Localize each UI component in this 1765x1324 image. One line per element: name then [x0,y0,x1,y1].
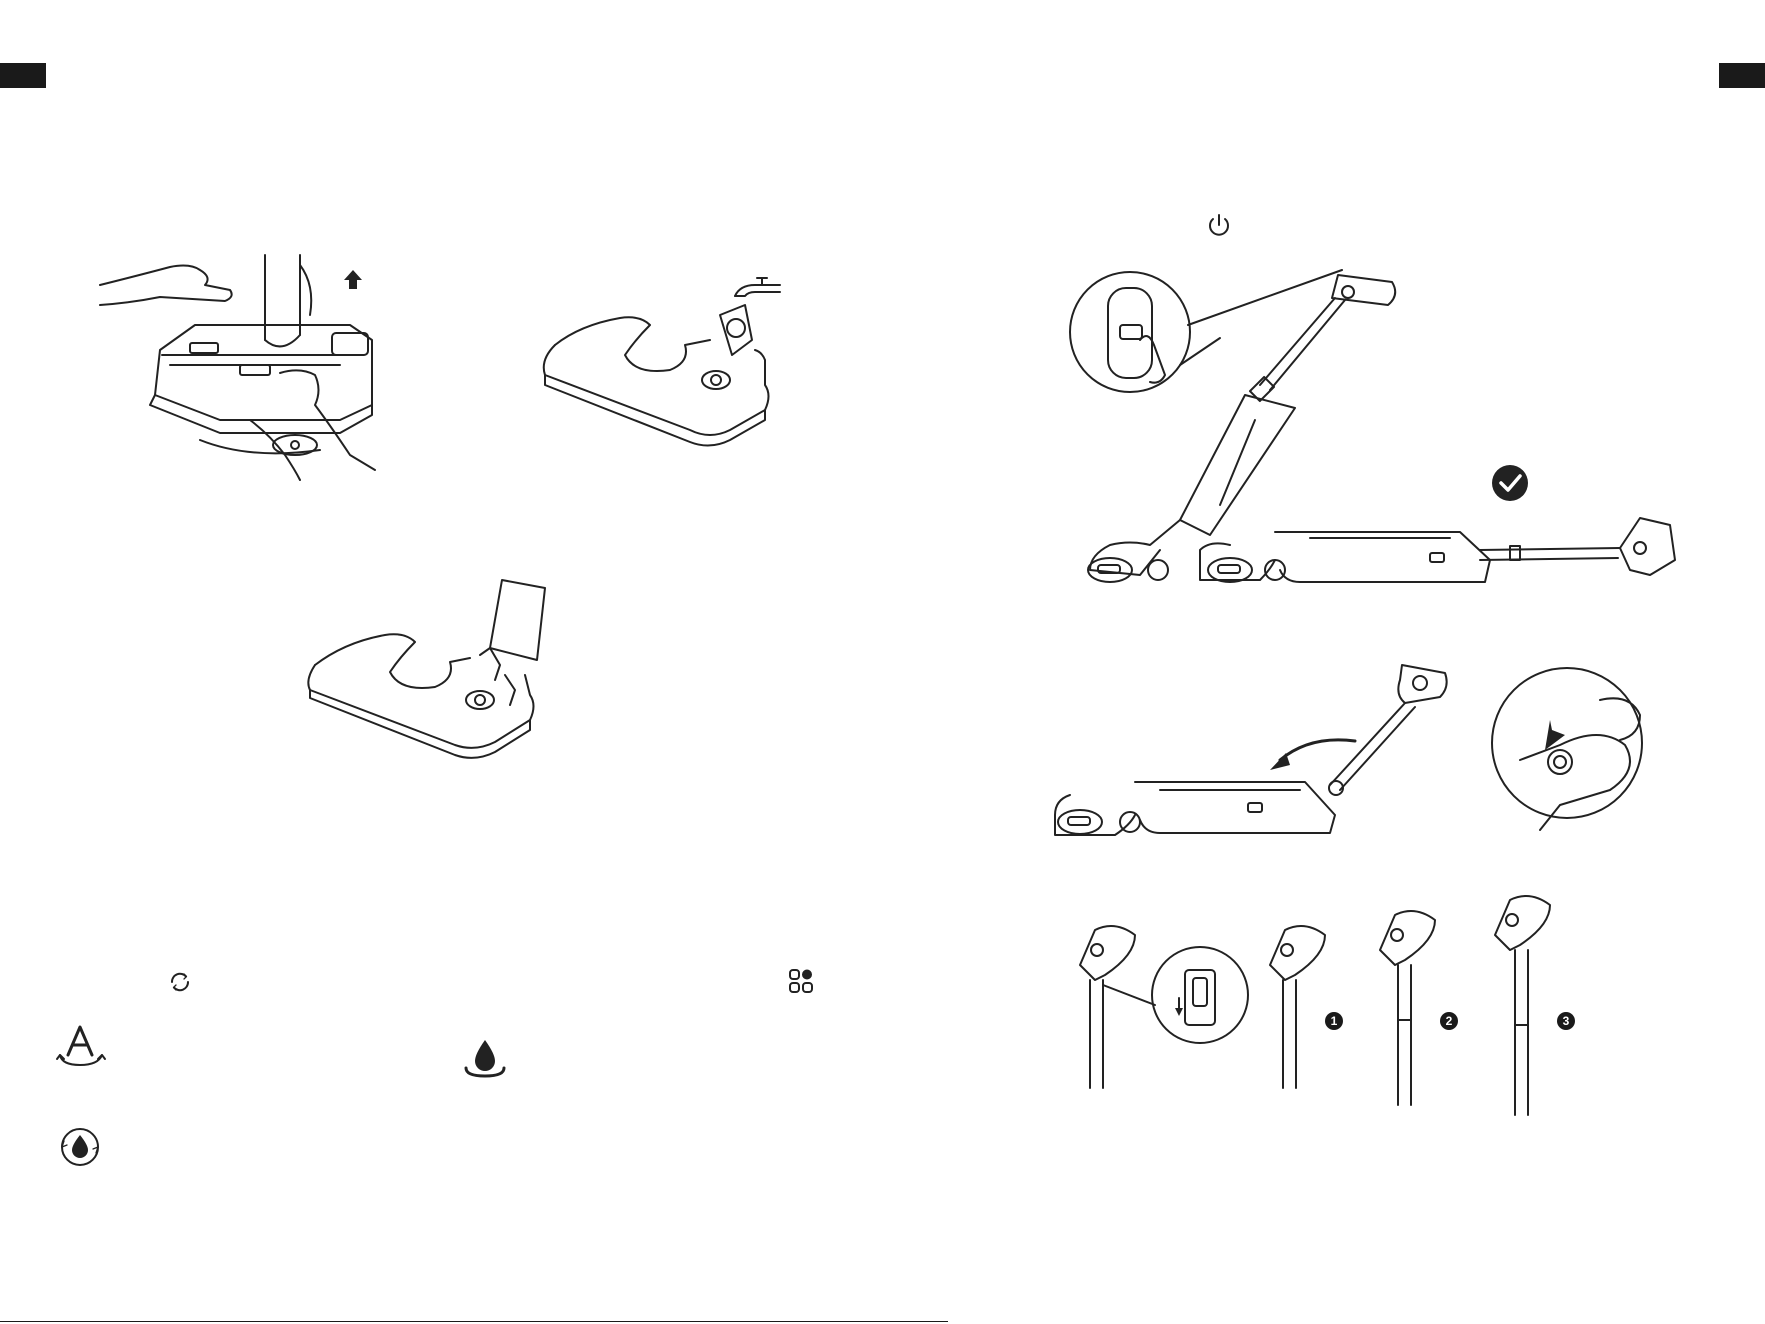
fold-handle-illustration [1040,665,1645,840]
page-tab-left [0,63,46,88]
page-tab-right [1719,63,1765,88]
auto-mode-icon [56,1025,106,1069]
up-arrow-icon [344,270,362,289]
power-icon [1207,213,1231,239]
fill-tank-illustration [540,300,780,445]
power-on-recline-illustration [1070,270,1680,595]
step-number-2: 2 [1440,1012,1458,1030]
step-number-1: 1 [1325,1012,1343,1030]
cycle-mode-icon [168,970,192,994]
check-icon [1492,465,1528,501]
water-drop-icon [462,1038,508,1080]
apps-grid-icon [788,968,814,994]
self-clean-icon [58,1125,102,1169]
remove-tank-illustration [100,255,480,480]
bottom-rule [0,1321,948,1322]
step-number-3: 3 [1557,1012,1575,1030]
insert-tank-illustration [305,580,545,750]
extend-handle-illustration [1075,900,1615,1115]
